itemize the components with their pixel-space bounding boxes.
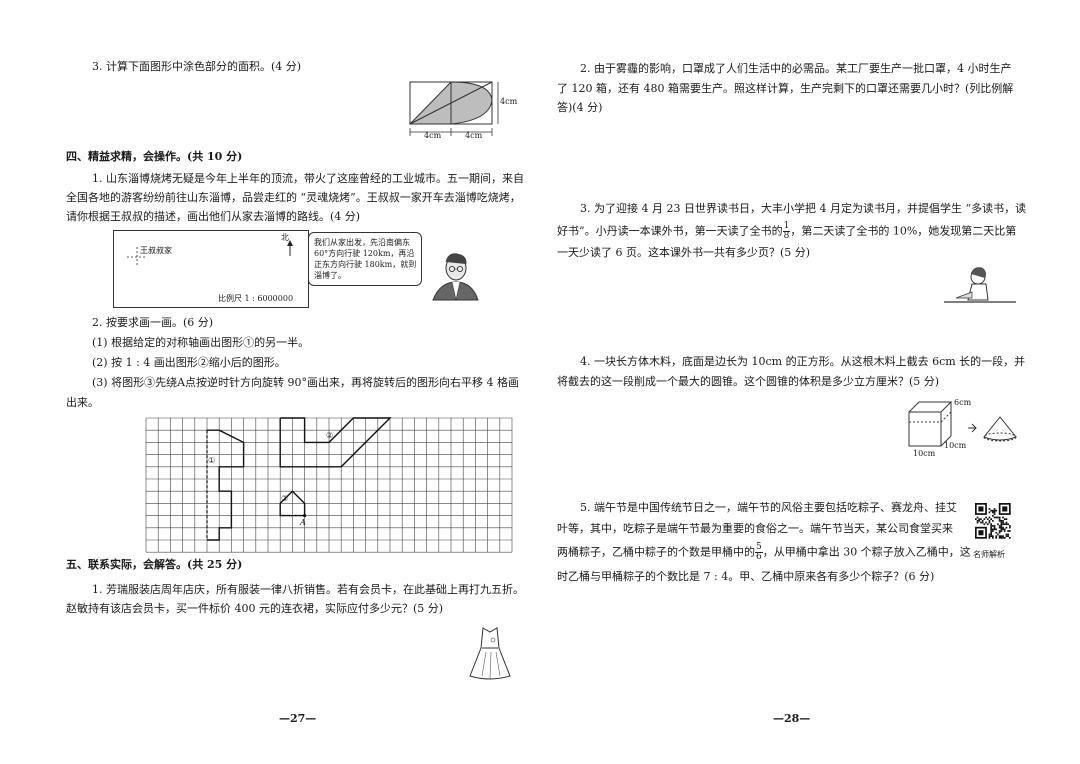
fraction-numerator: 1 — [782, 221, 791, 232]
r-q5-line2: 叶等，其中，吃粽子是端午节最为重要的食俗之一。端午节当天，某公司食堂买来 — [557, 522, 953, 535]
map-north-label: 北 — [281, 233, 289, 242]
map-scale-label: 比例尺 1 : 6000000 — [218, 294, 294, 303]
box-height-label: 6cm — [954, 398, 972, 407]
map-box — [113, 230, 309, 308]
r-q3-line1: 3. 为了迎接 4 月 23 日世界读书日，大丰小学把 4 月定为读书月，并提倡… — [580, 202, 1027, 215]
r-q3-line3: 一天少读了 6 页。这本课外书一共有多少页？(5 分) — [557, 246, 811, 259]
qr-caption: 名师解析 — [973, 550, 1005, 559]
r-q3-line2-part2: ，第二天读了全书的 10%，她发现第二天比第 — [790, 224, 1017, 238]
speech-bubble: 我们从家出发，先沿南偏东 60°方向行驶 120km，再沿 正东方向行驶 180… — [308, 232, 423, 286]
r-q2-line3: 答)(4 分) — [557, 101, 603, 114]
s4-q2-sub1: (1) 根据给定的对称轴画出图形①的另一半。 — [92, 336, 310, 349]
map-home-label: 王叔叔家 — [140, 246, 172, 255]
fraction-denominator: 8 — [783, 231, 790, 241]
r-q3-line2-part1: 好书”。小丹读一本课外书，第一天读了全书的 — [557, 224, 783, 238]
s5-q1-line2: 赵敏持有该店会员卡，买一件标价 400 元的连衣裙，实际应付多少元？(5 分) — [66, 602, 444, 615]
fraction-numerator: 5 — [755, 542, 763, 553]
grid-label-2: ② — [326, 431, 334, 440]
grid-label-3: ③ — [281, 494, 289, 503]
s4-q2-sub2: (2) 按 1 : 4 画出图形②缩小后的图形。 — [92, 356, 286, 369]
speech-line-3: 正东方向行驶 180km，就到 — [314, 260, 417, 269]
dress-illustration — [469, 627, 511, 680]
r-q5-line3-part1: 两桶粽子，乙桶中粽子的个数是甲桶中的 — [557, 545, 755, 559]
speech-line-2: 60°方向行驶 120km，再沿 — [314, 249, 415, 258]
r-q2-line2: 了 120 箱，还有 480 箱需要生产。照这样计算，生产完剩下的口罩还需要几小… — [557, 82, 1014, 95]
fig-height-label: 4cm — [500, 97, 518, 106]
man-illustration — [432, 253, 479, 301]
r-q2-line1: 2. 由于雾霾的影响，口罩成了人们生活中的必需品。某工厂要生产一批口罩，4 小时… — [580, 62, 1012, 75]
page-number-right: —28— — [773, 712, 811, 725]
r-q5-line1: 5. 端午节是中国传统节日之一，端午节的风俗主要包括吃粽子、赛龙舟、挂艾 — [580, 501, 957, 514]
fig-width-label-1: 4cm — [424, 131, 442, 140]
q3-left-text: 3. 计算下面图形中涂色部分的面积。(4 分) — [92, 60, 302, 73]
s4-q2-sub3a: (3) 将图形③先绕A点按逆时针方向旋转 90°画出来，再将旋转后的图形向右平移… — [92, 376, 520, 389]
girl-reading-illustration — [944, 267, 1016, 303]
map-markings — [127, 240, 293, 267]
s4-q1-line2: 全国各地的游客纷纷前往山东淄博，品尝走红的 “灵魂烧烤”。王叔叔一家开车去淄博吃… — [66, 191, 521, 204]
s4-q1-line1: 1. 山东淄博烧烤无疑是今年上半年的顶流，带火了这座曾经的工业城市。五一期间，来… — [92, 172, 524, 185]
speech-line-4: 淄博了。 — [314, 271, 346, 280]
fraction-denominator: 6 — [756, 552, 762, 562]
qr-code[interactable] — [0, 0, 1012, 540]
r-q4-line2: 将截去的这一段削成一个最大的圆锥。这个圆锥的体积是多少立方厘米？(5 分) — [557, 375, 940, 388]
r-q5-line3-part2: ，从甲桶中拿出 30 个粽子放入乙桶中，这 — [762, 545, 971, 559]
section5-title: 五、联系实际，会解答。(共 25 分) — [66, 558, 243, 571]
box-cone-figure — [908, 401, 1017, 447]
box-width-label: 10cm — [913, 449, 936, 458]
shaded-area-figure — [408, 81, 499, 136]
s4-q2-title: 2. 按要求画一画。(6 分) — [92, 316, 214, 329]
s4-q1-line3: 请你根据王叔叔的描述，画出他们从家去淄博的路线。(4 分) — [66, 210, 361, 223]
grid-point-a: A — [300, 518, 306, 527]
fig-width-label-2: 4cm — [465, 131, 483, 140]
s5-q1-line1: 1. 芳瑞服装店周年店庆，所有服装一律八折销售。若有会员卡，在此基础上再打九五折… — [92, 583, 524, 596]
drawing-grid — [145, 417, 513, 553]
section4-title: 四、精益求精，会操作。(共 10 分) — [66, 150, 243, 163]
grid-label-1: ① — [208, 456, 216, 465]
r-q4-line1: 4. 一块长方体木料，底面是边长为 10cm 的正方形。从这根木料上截去 6cm… — [580, 355, 1026, 368]
box-depth-label: 10cm — [944, 441, 967, 450]
speech-line-1: 我们从家出发，先沿南偏东 — [314, 238, 410, 247]
r-q5-line4: 时乙桶与甲桶粽子的个数比是 7 : 4。甲、乙桶中原来各有多少个粽子？(6 分) — [557, 570, 935, 583]
s4-q2-sub3b: 出来。 — [66, 396, 99, 409]
page-number-left: —27— — [279, 712, 317, 725]
